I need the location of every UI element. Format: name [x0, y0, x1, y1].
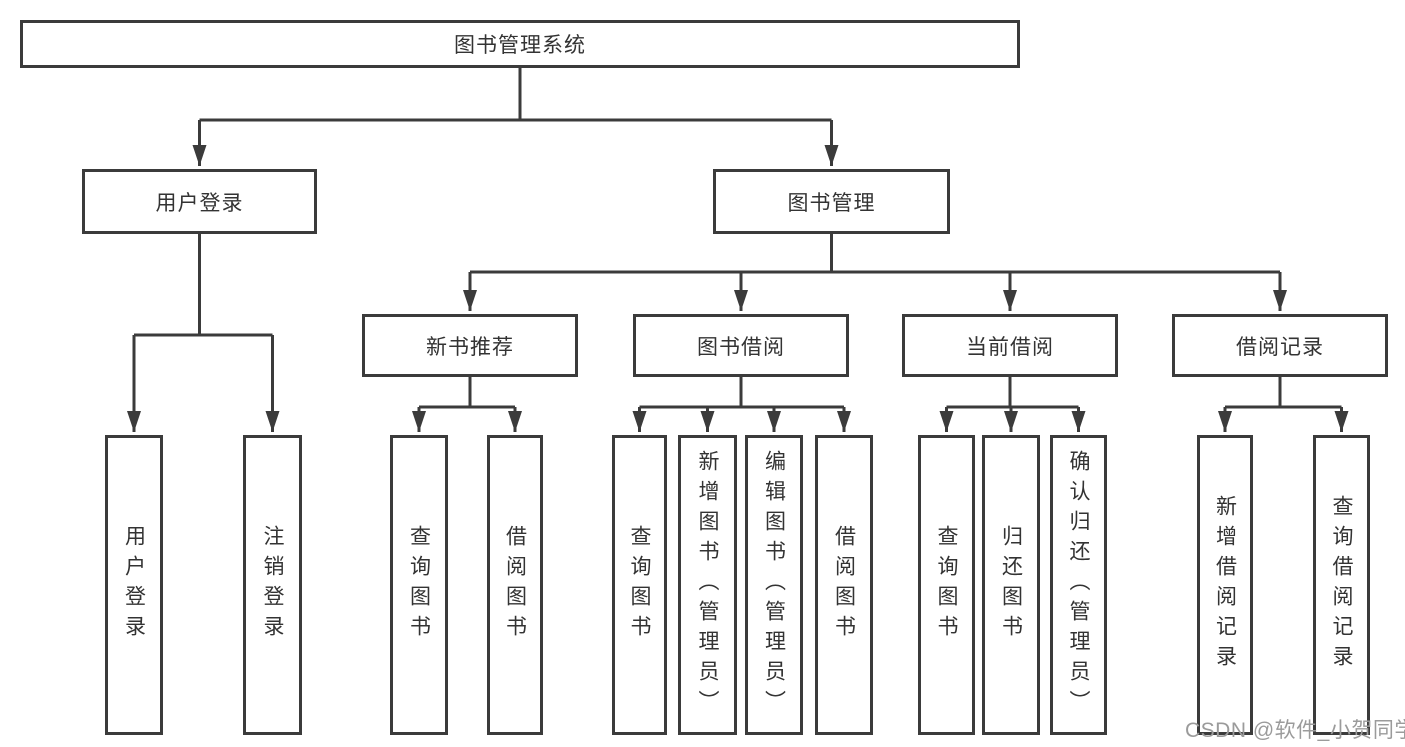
node-user-login-branch: 用户登录: [82, 169, 317, 234]
node-leaf-logout: 注销登录: [243, 435, 302, 735]
node-label: 查询借阅记录: [1330, 495, 1353, 675]
node-label: 借阅记录: [1236, 335, 1324, 359]
node-label: 编辑图书（管理员）: [762, 450, 786, 720]
node-label: 用户登录: [122, 525, 146, 645]
csdn-watermark: CSDN @软件_小贺同学: [1185, 719, 1405, 742]
node-current-borrow: 当前借阅: [902, 314, 1118, 377]
node-label: 用户登录: [155, 191, 244, 215]
node-book-borrow: 图书借阅: [633, 314, 849, 377]
node-label: 新增借阅记录: [1213, 495, 1237, 675]
node-label: 新增图书（管理员）: [696, 450, 719, 720]
node-book-management: 图书管理: [713, 169, 950, 234]
node-label: 查询图书: [935, 525, 958, 645]
node-leaf-add-book-admin: 新增图书（管理员）: [678, 435, 737, 735]
node-label: 当前借阅: [966, 335, 1054, 359]
node-leaf-edit-book-admin: 编辑图书（管理员）: [745, 435, 803, 735]
node-leaf-add-borrow-record: 新增借阅记录: [1197, 435, 1253, 735]
node-label: 注销登录: [261, 525, 284, 645]
node-label: 归还图书: [999, 525, 1023, 645]
node-borrow-record: 借阅记录: [1172, 314, 1388, 377]
node-leaf-query-borrow-record: 查询借阅记录: [1313, 435, 1370, 735]
node-label: 借阅图书: [503, 525, 527, 645]
node-new-book-recommend: 新书推荐: [362, 314, 578, 377]
node-label: 图书借阅: [697, 335, 785, 359]
node-label: 查询图书: [407, 525, 431, 645]
node-label: 查询图书: [628, 525, 651, 645]
node-leaf-user-login: 用户登录: [105, 435, 163, 735]
node-leaf-borrow-book: 借阅图书: [815, 435, 873, 735]
node-label: 图书管理: [787, 191, 876, 215]
node-leaf-recommend-borrow-book: 借阅图书: [487, 435, 543, 735]
node-leaf-recommend-query-book: 查询图书: [390, 435, 448, 735]
node-leaf-current-query-book: 查询图书: [918, 435, 975, 735]
node-label: 借阅图书: [832, 525, 856, 645]
node-root: 图书管理系统: [20, 20, 1020, 68]
node-label: 新书推荐: [426, 335, 514, 359]
node-label: 确认归还（管理员）: [1067, 450, 1090, 720]
node-leaf-confirm-return-admin: 确认归还（管理员）: [1050, 435, 1107, 735]
node-leaf-return-book: 归还图书: [982, 435, 1040, 735]
node-leaf-borrow-query-book: 查询图书: [612, 435, 667, 735]
node-label: 图书管理系统: [454, 34, 586, 57]
